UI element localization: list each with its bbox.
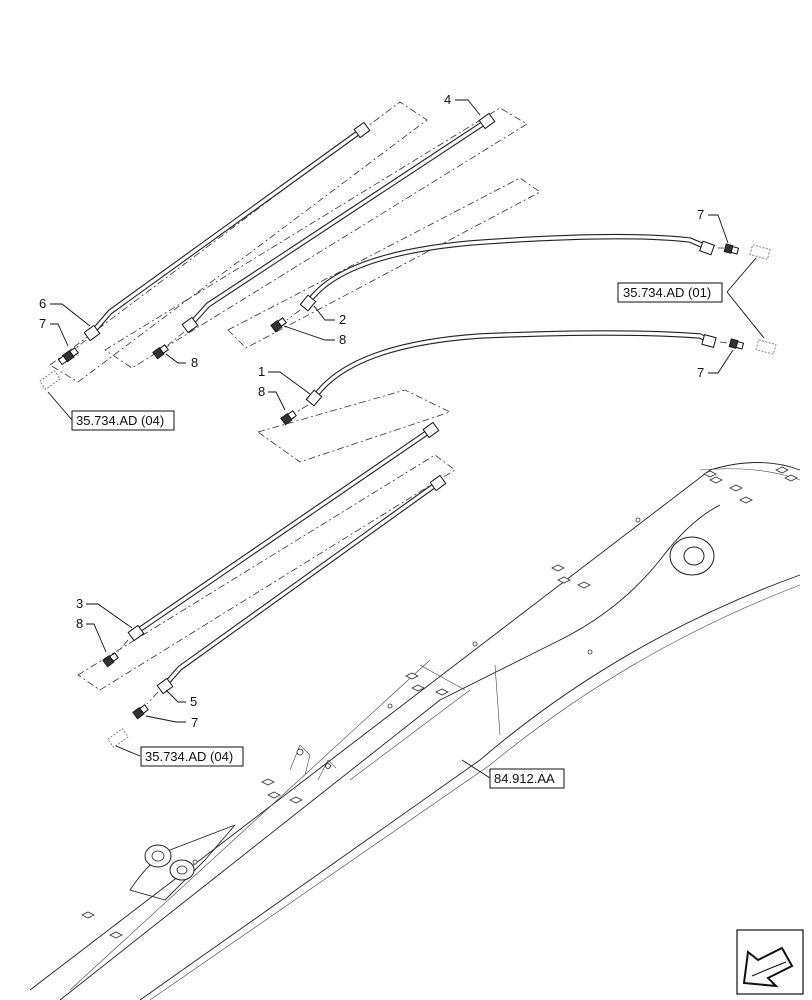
callout-8-pipe4: 8	[191, 355, 198, 370]
reference-label: 84.912.AA	[494, 771, 555, 786]
callout-2: 2	[339, 312, 346, 327]
pipe-2	[299, 233, 715, 312]
callout-3: 3	[76, 596, 83, 611]
callout-8-pipe1: 8	[258, 384, 265, 399]
arrow-navigation-icon[interactable]	[736, 929, 804, 995]
fittings	[39, 243, 777, 748]
reference-left-lower[interactable]: 35.734.AD (04)	[140, 746, 244, 767]
pipe-3	[127, 421, 440, 642]
callout-7-lower: 7	[191, 715, 198, 730]
callout-7-mid-right: 7	[697, 365, 704, 380]
callout-4: 4	[444, 92, 451, 107]
reference-label: 35.734.AD (04)	[145, 749, 233, 764]
reference-top-right[interactable]: 35.734.AD (01)	[617, 282, 723, 303]
alignment-lines	[75, 247, 729, 705]
callout-8-pipe2: 8	[339, 332, 346, 347]
reference-left-upper[interactable]: 35.734.AD (04)	[71, 410, 175, 431]
grouping-frames	[49, 101, 541, 691]
callout-5: 5	[190, 694, 197, 709]
callout-7-top-right: 7	[697, 207, 704, 222]
callout-labels: 1 2 3 4 5 6 7 7 7 7 8 8 8 8	[39, 92, 704, 730]
callout-8-pipe3: 8	[76, 616, 83, 631]
callout-1: 1	[258, 364, 265, 379]
pipe-4	[181, 112, 496, 334]
leader-lines	[47, 99, 765, 779]
pipe-6	[83, 121, 371, 342]
reference-label: 35.734.AD (01)	[623, 285, 711, 300]
pipe-5	[156, 474, 447, 695]
callout-6: 6	[39, 296, 46, 311]
reference-boom[interactable]: 84.912.AA	[489, 768, 565, 789]
callout-7-left: 7	[39, 316, 46, 331]
boom-structure	[29, 462, 801, 1000]
reference-label: 35.734.AD (04)	[76, 413, 164, 428]
pipe-1	[305, 330, 717, 407]
